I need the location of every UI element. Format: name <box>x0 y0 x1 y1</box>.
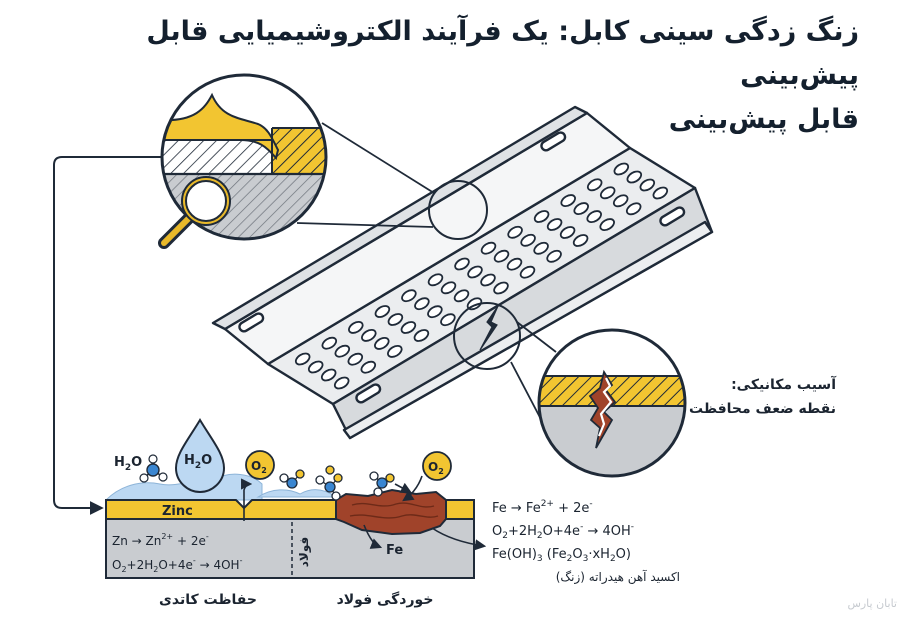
perforation-hole <box>360 360 377 374</box>
molecule-cluster <box>279 465 395 501</box>
oxygen-bubble-right <box>422 451 452 481</box>
perforation-hole <box>559 226 576 239</box>
perforation-hole <box>480 273 496 287</box>
focus-circle-coating <box>428 180 488 240</box>
perforation-hole <box>427 305 443 319</box>
water-drop-icon <box>174 418 226 494</box>
caption-steel-corrosion: خوردگی فولاد <box>337 591 434 608</box>
perforation-hole <box>612 194 629 208</box>
steel-label: فولاد <box>297 537 312 567</box>
zinc-label: Zinc <box>162 504 193 519</box>
water-molecule-label: H2O <box>114 455 142 473</box>
perforation-holes <box>294 162 669 390</box>
perforation-hole <box>572 234 589 247</box>
perforation-hole <box>480 241 497 255</box>
perforation-hole <box>347 352 364 366</box>
caption-cathodic-protection: حفاظت کاتدی <box>159 592 257 608</box>
perforation-hole <box>493 281 509 295</box>
oxygen-left-label: O2 <box>251 459 267 475</box>
tray-back-lip <box>211 105 589 331</box>
perforation-hole <box>454 257 470 271</box>
focus-circle-damage <box>453 302 521 370</box>
perforation-hole <box>440 281 457 295</box>
perforation-hole <box>586 178 603 192</box>
slot <box>659 206 686 227</box>
title-line-1: زنگ زدگی سینی کابل: یک فرآیند الکتروشیمی… <box>146 16 859 91</box>
right-equation-1: Fe → Fe2+ + 2e- <box>492 499 593 516</box>
perforation-hole <box>401 289 417 303</box>
slot <box>355 383 382 404</box>
perforation-hole <box>533 210 550 223</box>
perforation-hole <box>652 186 669 200</box>
cable-tray <box>211 105 714 440</box>
perforation-hole <box>387 344 403 358</box>
watermark: تابان پارس <box>847 597 897 610</box>
perforation-hole <box>520 233 536 247</box>
perforation-hole <box>599 186 616 200</box>
perforation-hole <box>374 336 390 350</box>
perforation-hole <box>333 376 350 390</box>
perforation-hole <box>440 313 456 327</box>
perforation-hole <box>573 202 589 216</box>
right-equation-3: Fe(OH)3 (Fe2O3·xH2O) <box>492 547 631 564</box>
oxygen-right-label: O2 <box>428 460 444 476</box>
perforation-hole <box>625 202 642 216</box>
perforation-hole <box>519 265 536 279</box>
perforation-hole <box>387 313 404 326</box>
perforation-hole <box>307 360 324 374</box>
perforation-hole <box>427 273 444 287</box>
perforation-hole <box>453 289 470 303</box>
magnifying-glass-icon <box>158 176 231 249</box>
perforation-hole <box>414 297 430 311</box>
fe-label: Fe <box>386 543 403 558</box>
perforation-hole <box>599 218 615 232</box>
perforation-hole <box>294 352 311 366</box>
water-molecule <box>139 454 168 483</box>
slot <box>238 312 265 333</box>
perforation-hole <box>400 321 417 334</box>
perforation-hole <box>560 194 576 208</box>
water-drop-label: H2O <box>184 453 212 471</box>
cross-section <box>104 473 487 579</box>
title-line-2: قابل پیش‌بینی <box>668 104 859 135</box>
perforation-hole <box>467 265 483 279</box>
perforation-hole <box>546 218 563 231</box>
perforation-hole <box>493 249 510 263</box>
perforation-hole <box>507 225 523 239</box>
perforation-hole <box>334 344 351 358</box>
page-title: زنگ زدگی سینی کابل: یک فرآیند الکتروشیمی… <box>59 10 859 142</box>
magnifier-damage <box>537 328 687 478</box>
perforation-hole <box>320 368 337 382</box>
perforation-hole <box>626 170 643 184</box>
damage-label-line-1: آسیب مکانیکی: <box>731 375 837 393</box>
perforation-hole <box>613 162 630 176</box>
connector-arrow <box>53 156 162 515</box>
perforation-hole <box>639 178 656 192</box>
left-equation-1: Zn → Zn2+ + 2e- <box>112 532 209 548</box>
right-equation-2: O2+2H2O+4e- → 4OH- <box>492 522 634 541</box>
perforation-hole <box>506 257 523 271</box>
left-equation-2: O2+2H2O+4e- → 4OH- <box>112 556 243 574</box>
perforation-hole <box>533 241 549 255</box>
perforation-hole <box>546 249 562 263</box>
perforation-hole <box>321 336 338 350</box>
slot <box>540 131 567 152</box>
right-equation-4: اکسید آهن هیدراته (زنگ) <box>556 569 680 585</box>
perforation-hole <box>374 305 391 318</box>
oxygen-bubble-left <box>245 450 275 480</box>
perforation-hole <box>413 329 430 342</box>
perforation-hole <box>361 328 377 342</box>
perforation-hole <box>348 320 364 334</box>
perforation-hole <box>586 210 602 224</box>
damage-label-line-2: نقطه ضعف محافظت <box>689 401 836 417</box>
tray-crack <box>479 305 499 351</box>
